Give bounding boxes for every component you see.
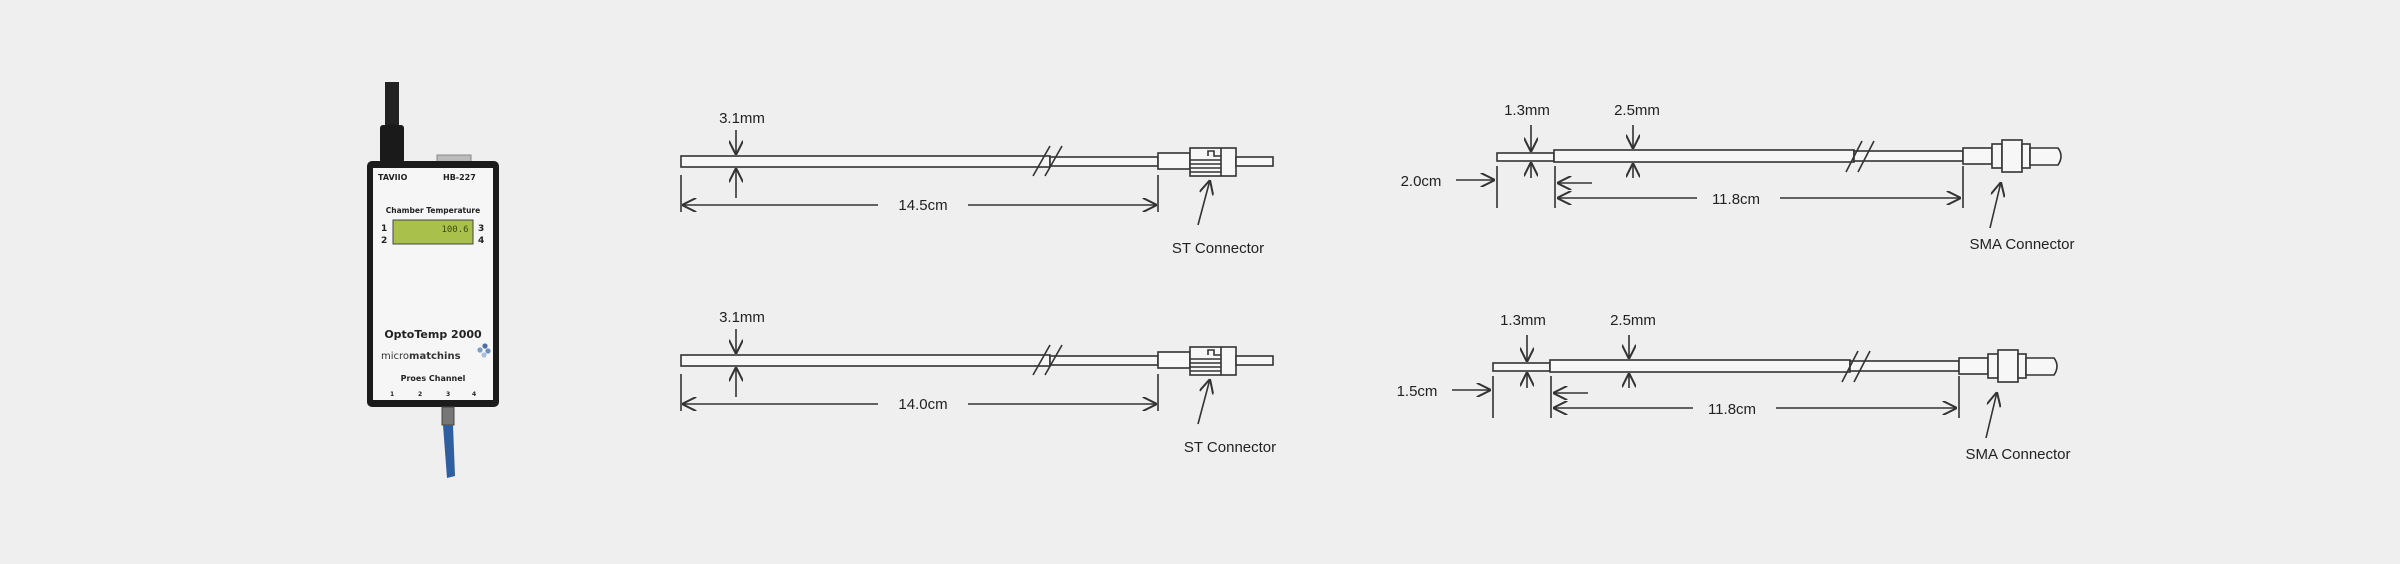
probe-rod (1549, 359, 1851, 373)
top-cable-strain-relief (380, 125, 404, 163)
tip-diameter-label: 1.3mm (1504, 102, 1550, 119)
sma-ferrule (1962, 147, 1993, 165)
break-mark (1857, 140, 1875, 173)
sma-ferrule (1958, 357, 1989, 375)
probe-fiber (1049, 355, 1159, 366)
sma-tip (2029, 147, 2062, 166)
sma-probe-drawing-1: 1.3mm 2.5mm 2.0cm 11.8cm SMA Connector (1401, 102, 2075, 253)
product-name: OptoTemp 2000 (384, 328, 482, 341)
length-label: 11.8cm (1712, 191, 1760, 208)
connector-pointer (1197, 379, 1210, 425)
probe-channel-4: 4 (472, 391, 476, 398)
brand-label: TAVIIO (378, 173, 408, 182)
probe-channel-3: 3 (446, 391, 450, 398)
sma-nut-flange (1991, 143, 2003, 169)
connector-pointer (1989, 182, 2001, 229)
sma-nut-flange (2017, 353, 2027, 379)
st-ferrule (1157, 351, 1191, 369)
sma-nut-flange (1987, 353, 1999, 379)
probe-channel-label: Proes Channel (401, 374, 466, 383)
length-label: 11.8cm (1708, 401, 1756, 418)
tip-length-label: 2.0cm (1401, 173, 1442, 190)
sma-tip (2025, 357, 2058, 376)
diameter-label: 2.5mm (1614, 102, 1660, 119)
channel-3-label: 3 (478, 224, 484, 234)
length-label: 14.0cm (898, 396, 947, 413)
screen-title: Chamber Temperature (386, 206, 480, 215)
probe-tip (1496, 152, 1555, 162)
sma-nut (1997, 349, 2019, 383)
st-ferrule (1157, 152, 1191, 170)
st-connector-ribs (1190, 347, 1222, 375)
probe-tip (1492, 362, 1551, 372)
length-label: 14.5cm (898, 197, 947, 214)
st-tip (1235, 355, 1274, 366)
channel-4-label: 4 (478, 236, 484, 246)
channel-1-label: 1 (381, 224, 387, 234)
logo-text: micromatchins (381, 351, 461, 362)
break-mark (1845, 140, 1863, 173)
device-faceplate (373, 168, 493, 400)
break-mark (1841, 350, 1859, 383)
st-probe-drawing-1: 3.1mm 14.5cm ST Connector (680, 110, 1274, 257)
probe-fiber (1849, 360, 1960, 372)
logo-dots-icon (477, 343, 491, 358)
connector-label: ST Connector (1184, 439, 1276, 456)
diameter-label: 3.1mm (719, 110, 765, 127)
lcd-reading: 100.6 (441, 225, 468, 235)
probe-rod (680, 354, 1051, 367)
connector-pointer (1197, 180, 1210, 226)
probe-rod (680, 155, 1051, 168)
probe-fiber (1853, 150, 1964, 162)
break-mark (1853, 350, 1871, 383)
break-mark (1032, 344, 1051, 376)
sma-probe-drawing-2: 1.3mm 2.5mm 1.5cm 11.8cm SMA Connector (1397, 312, 2071, 463)
diameter-label: 2.5mm (1610, 312, 1656, 329)
st-tip (1235, 156, 1274, 167)
channel-2-label: 2 (381, 236, 387, 246)
tip-length-label: 1.5cm (1397, 383, 1438, 400)
break-mark (1032, 145, 1051, 177)
probe-fiber (1049, 156, 1159, 167)
model-label: HB-227 (443, 173, 476, 182)
probe-rod (1553, 149, 1855, 163)
blue-probe-cable (443, 425, 455, 478)
st-probe-drawing-2: 3.1mm 14.0cm ST Connector (680, 309, 1276, 456)
st-connector-ribs (1190, 148, 1222, 176)
probe-channel-1: 1 (390, 391, 394, 398)
probe-channel-2: 2 (418, 391, 422, 398)
optotemp-device: TAVIIO HB-227 Chamber Temperature 100.6 … (367, 82, 499, 478)
break-mark (1044, 344, 1063, 376)
connector-label: ST Connector (1172, 240, 1264, 257)
lcd-display (392, 219, 474, 245)
tip-diameter-label: 1.3mm (1500, 312, 1546, 329)
micromatchins-logo: micromatchins (381, 343, 491, 362)
connector-label: SMA Connector (1965, 446, 2070, 463)
diameter-label: 3.1mm (719, 309, 765, 326)
sma-nut (2001, 139, 2023, 173)
break-mark (1044, 145, 1063, 177)
connector-pointer (1985, 392, 1997, 439)
top-cable (385, 82, 399, 132)
connector-label: SMA Connector (1969, 236, 2074, 253)
probe-connector (441, 406, 455, 426)
sma-nut-flange (2021, 143, 2031, 169)
